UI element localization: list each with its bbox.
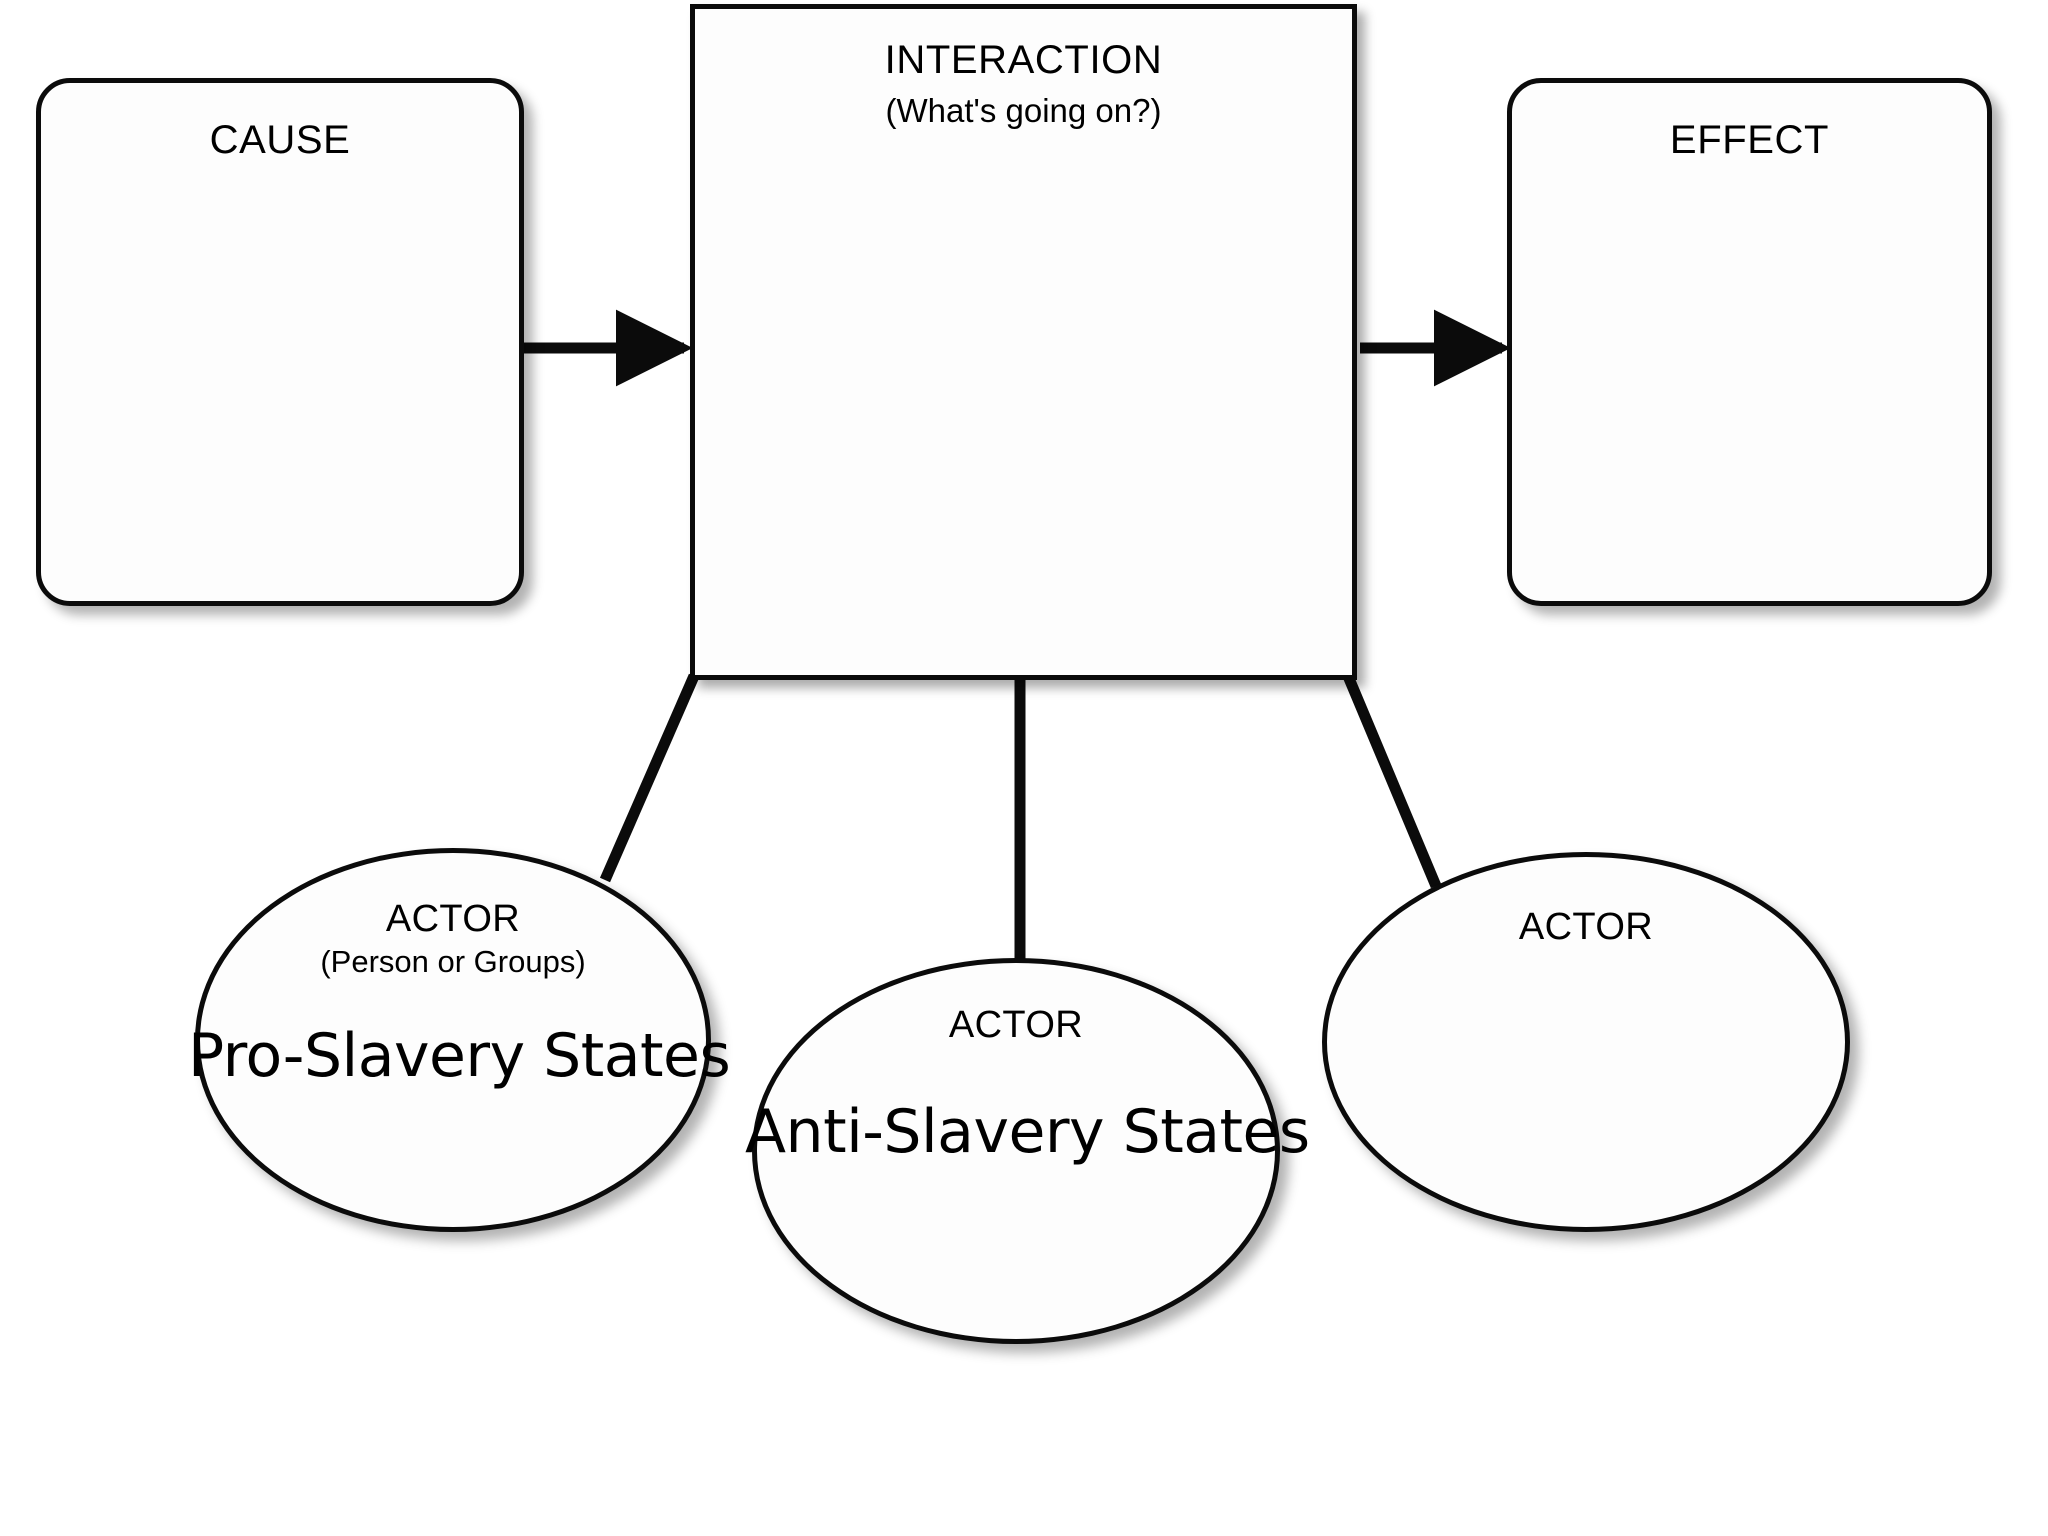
- interaction-box[interactable]: INTERACTION (What's going on?): [690, 4, 1357, 680]
- line-interaction-to-actor-1: [599, 673, 700, 883]
- interaction-subtitle: (What's going on?): [885, 92, 1162, 129]
- actor-3-title: ACTOR: [1518, 906, 1654, 948]
- actor-1-title: ACTOR: [385, 898, 521, 940]
- line-interaction-to-actor-3: [1342, 673, 1442, 889]
- actor-ellipse-2[interactable]: ACTOR Anti-Slavery States: [745, 958, 1310, 1344]
- effect-title: EFFECT: [1669, 118, 1830, 162]
- actor-ellipse-3[interactable]: ACTOR: [1322, 852, 1850, 1232]
- cause-title: CAUSE: [209, 118, 351, 162]
- effect-box[interactable]: EFFECT: [1507, 78, 1992, 606]
- actor-ellipse-1[interactable]: ACTOR (Person or Groups) Pro-Slavery Sta…: [188, 848, 731, 1232]
- actor-2-title: ACTOR: [948, 1004, 1084, 1046]
- actor-2-body: Anti-Slavery States: [745, 1097, 1310, 1167]
- actor-1-body: Pro-Slavery States: [188, 1021, 731, 1091]
- actor-1-subtitle: (Person or Groups): [320, 944, 586, 979]
- interaction-title: INTERACTION: [884, 38, 1163, 82]
- cause-box[interactable]: CAUSE: [36, 78, 524, 606]
